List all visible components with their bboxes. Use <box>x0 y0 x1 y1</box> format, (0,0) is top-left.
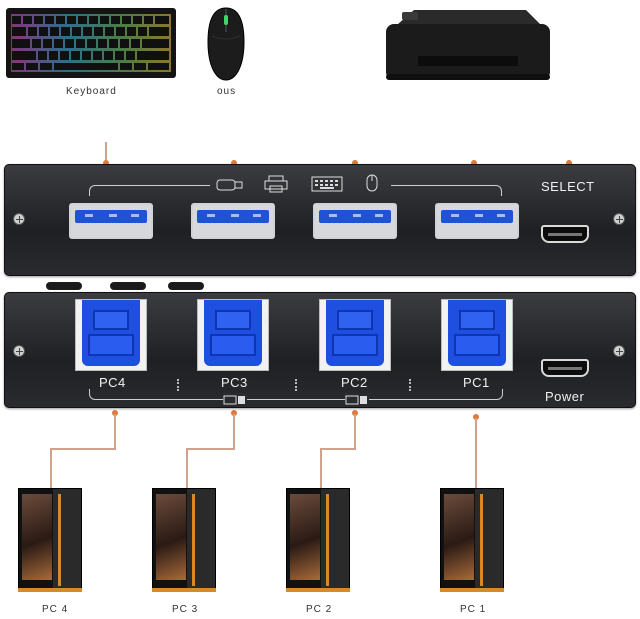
usb-connector-icon <box>345 393 369 405</box>
keyboard-icon <box>311 175 343 193</box>
usb-port-4 <box>435 203 519 239</box>
screw-icon <box>13 345 25 357</box>
printer-image <box>384 8 552 82</box>
port-label-pc1: PC1 <box>463 375 490 390</box>
front-panel: SELECT <box>4 164 636 276</box>
pc-label-3: PC 3 <box>172 604 199 615</box>
pc-tower-4 <box>18 488 82 592</box>
screw-icon <box>13 213 25 225</box>
power-label: Power <box>545 389 585 404</box>
usb-drive-icon <box>215 177 245 193</box>
port-label-pc3: PC3 <box>221 375 248 390</box>
keyboard-label: Keyboard <box>66 86 117 97</box>
screw-icon <box>613 213 625 225</box>
pc-label-2: PC 2 <box>306 604 333 615</box>
pc-tower-2 <box>286 488 350 592</box>
port-label-pc4: PC4 <box>99 375 126 390</box>
usb-port-3 <box>313 203 397 239</box>
back-panel: PC4 PC3 PC2 PC1 Power <box>4 292 636 408</box>
pc-label-1: PC 1 <box>460 604 487 615</box>
printer-icon <box>263 175 289 193</box>
pc-label-4: PC 4 <box>42 604 69 615</box>
screw-icon <box>613 345 625 357</box>
pc-tower-3 <box>152 488 216 592</box>
mouse-image <box>206 6 246 82</box>
usb-b-port-pc2 <box>319 299 391 371</box>
usb-b-port-pc3 <box>197 299 269 371</box>
usb-connector-icon <box>223 393 247 405</box>
pc-tower-1 <box>440 488 504 592</box>
port-label-pc2: PC2 <box>341 375 368 390</box>
mouse-label: ous <box>217 86 237 97</box>
usb-b-port-pc4 <box>75 299 147 371</box>
usb-b-port-pc1 <box>441 299 513 371</box>
select-label: SELECT <box>541 179 595 194</box>
usb-port-1 <box>69 203 153 239</box>
mouse-icon <box>365 173 379 193</box>
keyboard-image <box>6 8 176 78</box>
power-port <box>541 359 589 377</box>
select-button[interactable] <box>541 225 589 243</box>
usb-port-2 <box>191 203 275 239</box>
